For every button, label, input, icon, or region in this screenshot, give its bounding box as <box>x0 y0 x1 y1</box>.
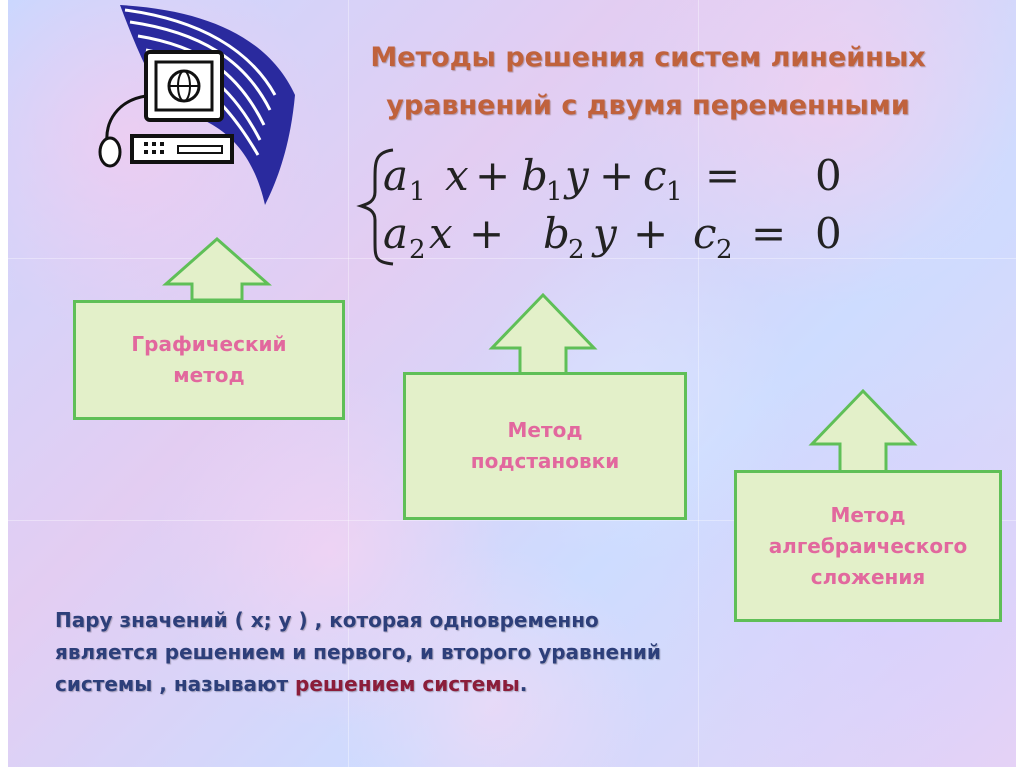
title-line-2: уравнений с двумя переменными <box>386 90 910 121</box>
note-highlight: решением системы <box>295 672 520 696</box>
eq1-y: y <box>563 151 590 200</box>
note-line-2: является решением и первого, и второго у… <box>55 640 661 664</box>
equals-sign: = <box>751 209 786 258</box>
definition-note: Пару значений ( х; у ) , которая одновре… <box>55 604 735 700</box>
eq2-rhs: 0 <box>815 209 842 258</box>
computer-icon <box>98 5 295 205</box>
method-substitution-line1: Метод <box>507 418 583 442</box>
eq1-c: c <box>643 151 667 200</box>
eq1-b-sub: 1 <box>546 177 563 207</box>
eq2-b: b <box>543 209 570 258</box>
eq1-rhs: 0 <box>815 151 842 200</box>
eq1-a: a <box>383 151 408 200</box>
plus-sign: + <box>633 209 668 258</box>
slide-title: Методы решения систем линейных уравнений… <box>308 34 988 130</box>
eq1-x: x <box>445 151 469 200</box>
note-end: . <box>519 672 528 696</box>
eq1-a-sub: 1 <box>409 177 426 207</box>
eq2-b-sub: 2 <box>568 235 585 265</box>
eq2-a-sub: 2 <box>409 235 426 265</box>
method-graphical-line2: метод <box>173 363 245 387</box>
method-graphical-line1: Графический <box>131 332 287 356</box>
plus-sign: + <box>475 151 510 200</box>
method-addition-box: Метод алгебраического сложения <box>734 470 1002 622</box>
method-substitution-line2: подстановки <box>470 449 620 473</box>
slide: Методы решения систем линейных уравнений… <box>8 0 1016 767</box>
method-addition-label: Метод алгебраического сложения <box>769 500 968 593</box>
note-line-3: системы , называют решением системы. <box>55 668 735 700</box>
arrow-up-icon <box>488 292 598 376</box>
eq2-c-sub: 2 <box>716 235 733 265</box>
grid-line <box>8 258 1016 259</box>
method-graphical-label: Графический метод <box>131 329 286 391</box>
eq2-x: x <box>429 209 453 258</box>
grid-line <box>698 0 699 767</box>
eq2-a: a <box>383 209 408 258</box>
title-line-1: Методы решения систем линейных <box>370 42 926 73</box>
equation-system: a 1 x + b 1 y + c 1 = 0 a 2 x + b 2 y + … <box>356 148 842 266</box>
method-addition-line2: алгебраического <box>768 533 968 558</box>
note-line-3-text: системы , называют <box>55 672 296 696</box>
grid-line <box>348 0 349 767</box>
method-substitution-label: Метод подстановки <box>471 415 619 477</box>
plus-sign: + <box>599 151 634 200</box>
equals-sign: = <box>705 151 740 200</box>
brace-icon <box>356 148 394 266</box>
method-substitution-box: Метод подстановки <box>403 372 687 520</box>
note-line-1: Пару значений ( х; у ) , которая одновре… <box>55 608 599 632</box>
arrow-up-icon <box>808 388 918 474</box>
grid-line <box>8 520 1016 521</box>
eq1-c-sub: 1 <box>666 177 683 207</box>
method-addition-line1: Метод <box>830 502 906 527</box>
method-graphical-box: Графический метод <box>73 300 345 420</box>
eq2-c: c <box>693 209 717 258</box>
arrow-up-icon <box>162 236 272 302</box>
plus-sign: + <box>469 209 504 258</box>
eq1-b: b <box>521 151 548 200</box>
eq2-y: y <box>591 209 618 258</box>
method-addition-line3: сложения <box>810 564 926 589</box>
